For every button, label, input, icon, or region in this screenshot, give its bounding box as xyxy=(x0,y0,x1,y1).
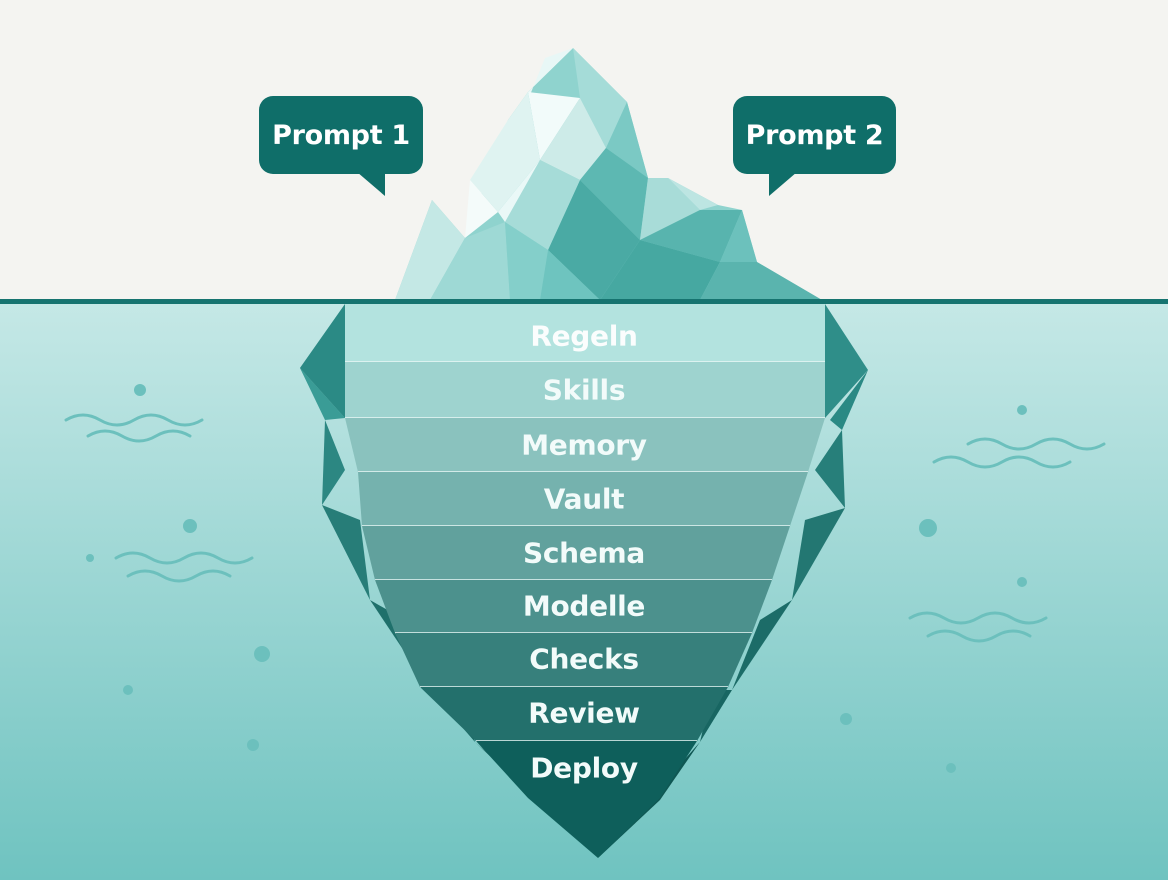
bubble-dot xyxy=(86,554,94,562)
layer-label-schema: Schema xyxy=(523,536,645,570)
wave-right-4 xyxy=(926,629,1032,643)
bubble-dot xyxy=(247,739,259,751)
wave-right-3 xyxy=(908,611,1048,625)
waves-right xyxy=(908,437,1106,643)
prompt-1-bubble: Prompt 1 xyxy=(259,96,423,196)
waves-left xyxy=(64,413,254,583)
iceberg-tip xyxy=(395,48,822,300)
wave-left-3 xyxy=(114,551,254,565)
layer-label-vault: Vault xyxy=(543,482,625,516)
bubble-tail xyxy=(769,172,797,196)
bubble-dot xyxy=(840,713,852,725)
bubble-dot xyxy=(123,685,133,695)
bubble-dot xyxy=(1017,577,1027,587)
prompt-2-bubble: Prompt 2 xyxy=(733,96,896,196)
water-bubbles xyxy=(86,384,1027,773)
layer-band xyxy=(345,304,825,362)
prompt-1-label: Prompt 1 xyxy=(272,119,410,151)
wave-right-2 xyxy=(932,455,1072,469)
layer-label-checks: Checks xyxy=(529,642,639,676)
wave-left-2 xyxy=(86,429,192,443)
bubble-tail xyxy=(357,172,385,196)
layer-band xyxy=(345,418,825,472)
bubble-dot xyxy=(254,646,270,662)
layer-band xyxy=(420,687,728,741)
layer-label-regeln: Regeln xyxy=(530,319,638,353)
layer-label-memory: Memory xyxy=(521,428,647,462)
bubble-dot xyxy=(919,519,937,537)
waterline xyxy=(0,299,1168,304)
iceberg-bottom-tip xyxy=(528,798,660,858)
layer-band xyxy=(345,362,825,418)
bubble-dot xyxy=(183,519,197,533)
bubble-dot xyxy=(134,384,146,396)
layer-bands xyxy=(345,304,825,858)
layer-band xyxy=(476,741,697,798)
wave-right-1 xyxy=(966,437,1106,451)
layer-label-review: Review xyxy=(528,696,640,730)
wave-left-1 xyxy=(64,413,204,427)
layer-label-modelle: Modelle xyxy=(522,589,646,623)
prompt-2-label: Prompt 2 xyxy=(745,119,884,151)
layer-band xyxy=(395,633,752,687)
layer-label-deploy: Deploy xyxy=(530,751,638,785)
layer-band xyxy=(362,526,790,580)
bubble-dot xyxy=(946,763,956,773)
layer-band xyxy=(358,472,808,526)
layer-label-skills: Skills xyxy=(542,373,626,407)
layer-band xyxy=(375,580,772,633)
wave-left-4 xyxy=(126,569,232,583)
bubble-dot xyxy=(1017,405,1027,415)
